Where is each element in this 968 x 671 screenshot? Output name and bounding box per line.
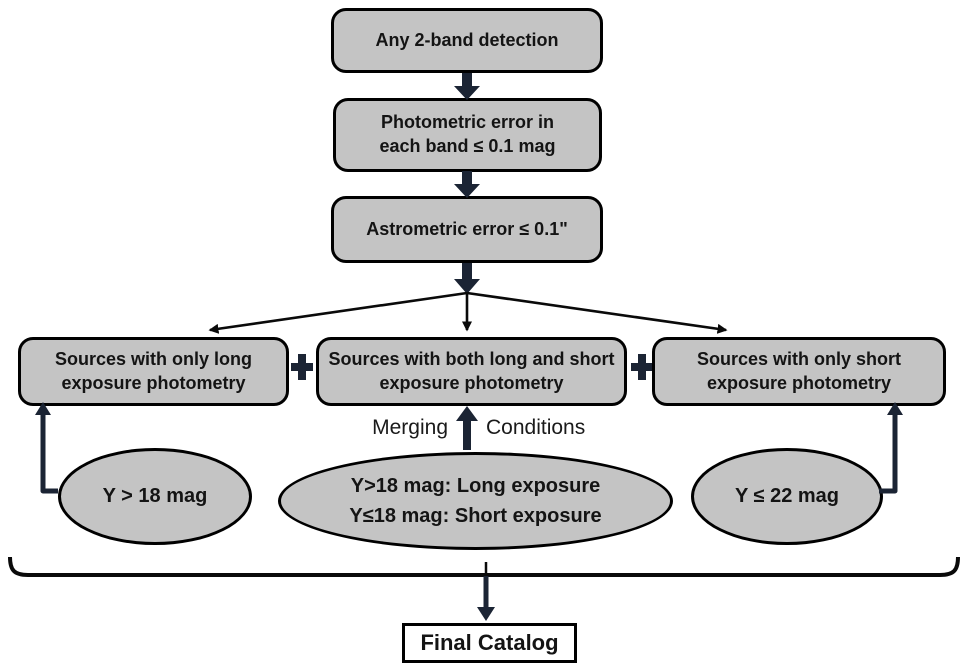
- conditions-label: Conditions: [486, 416, 586, 439]
- node-label: Photometric error in each band ≤ 0.1 mag: [379, 112, 556, 156]
- node-both-exposures: Sources with both long and short exposur…: [316, 337, 627, 406]
- node-label: Final Catalog: [420, 630, 559, 655]
- node-short-exposure-only: Sources with only short exposure photome…: [652, 337, 946, 406]
- arrow-detection-to-photometric-icon: [454, 73, 480, 100]
- gather-bracket: [8, 556, 960, 577]
- plus-icon: [631, 354, 653, 380]
- arrow-photometric-to-astrometric-icon: [454, 171, 480, 198]
- condition-line-1: Y>18 mag: Long exposure: [350, 475, 601, 498]
- condition-label-stack: Y>18 mag: Long exposure Y≤18 mag: Short …: [349, 473, 601, 529]
- node-label: Sources with only long exposure photomet…: [54, 348, 252, 393]
- elbow-right-condition: [879, 414, 898, 494]
- node-label: Astrometric error ≤ 0.1": [366, 218, 568, 239]
- condition-label: Y ≤ 22 mag: [735, 485, 839, 508]
- fan-line-right: [466, 291, 728, 334]
- condition-line-2: Y≤18 mag: Short exposure: [349, 504, 602, 527]
- merging-label: Merging: [372, 416, 448, 439]
- plus-icon: [291, 354, 313, 380]
- condition-short-only: Y ≤ 22 mag: [691, 448, 883, 545]
- fan-line-left: [208, 291, 468, 334]
- node-long-exposure-only: Sources with only long exposure photomet…: [18, 337, 289, 406]
- node-final-catalog: Final Catalog: [402, 623, 577, 663]
- node-label: Sources with both long and short exposur…: [328, 348, 615, 393]
- arrow-astrometric-to-branches-icon: [454, 263, 480, 294]
- condition-label: Y > 18 mag: [102, 485, 208, 508]
- node-any-2-band-detection: Any 2-band detection: [331, 8, 603, 73]
- arrow-conditions-to-middle-icon: [456, 406, 478, 450]
- elbow-left-condition: [40, 414, 58, 494]
- condition-long-only: Y > 18 mag: [58, 448, 252, 545]
- node-photometric-error: Photometric error in each band ≤ 0.1 mag: [333, 98, 602, 172]
- arrow-bracket-to-final-head-icon: [477, 607, 495, 621]
- condition-merging-rules: Y>18 mag: Long exposure Y≤18 mag: Short …: [278, 452, 673, 550]
- node-label: Any 2-band detection: [375, 29, 559, 50]
- node-label: Sources with only short exposure photome…: [696, 348, 902, 393]
- node-astrometric-error: Astrometric error ≤ 0.1": [331, 196, 603, 263]
